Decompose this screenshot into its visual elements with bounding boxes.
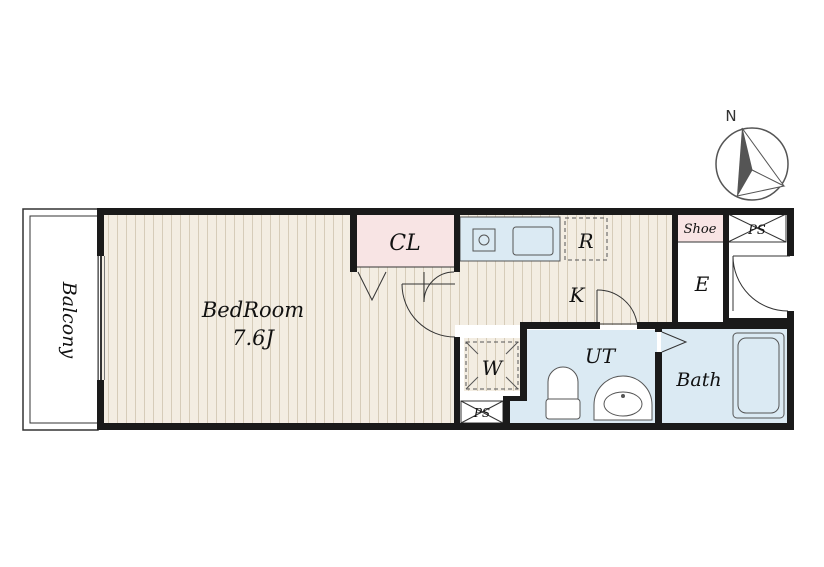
kitchen-counter [459,216,561,262]
closet-label: CL [389,231,420,256]
shoe-label: Shoe [684,222,717,237]
walls [97,208,794,430]
washer-space: W [464,338,520,391]
closet: CL [356,214,455,303]
wash-basin [593,375,653,421]
entrance-door [732,255,790,312]
utility-room: UT [510,330,657,424]
bathroom: Bath [661,328,789,423]
pipe-space-top-label: PS [747,223,766,238]
bedroom-door [401,283,456,338]
kitchen-label: K [569,283,586,307]
bath-label: Bath [675,369,721,391]
balcony-area: Balcony [22,208,99,431]
entrance-floor [678,244,726,322]
bedroom-label: BedRoom [201,298,304,322]
kitchen-door [596,289,638,325]
pipe-space-bottom: PS [460,400,504,424]
pipe-space-bottom-label: PS [473,406,490,420]
pipe-space-top: PS [727,213,787,243]
washer-label: W [482,356,504,380]
entrance-label: E [694,272,710,296]
refrigerator-space: R [564,217,608,261]
utility-label: UT [585,344,617,368]
compass-north-label: N [725,107,736,125]
toilet [545,366,581,420]
balcony-label: Balcony [58,281,80,359]
bedroom-size: 7.6J [232,326,275,350]
shoe-cabinet: Shoe [677,214,723,243]
refrigerator-label: R [577,229,593,253]
compass: N [715,107,789,201]
